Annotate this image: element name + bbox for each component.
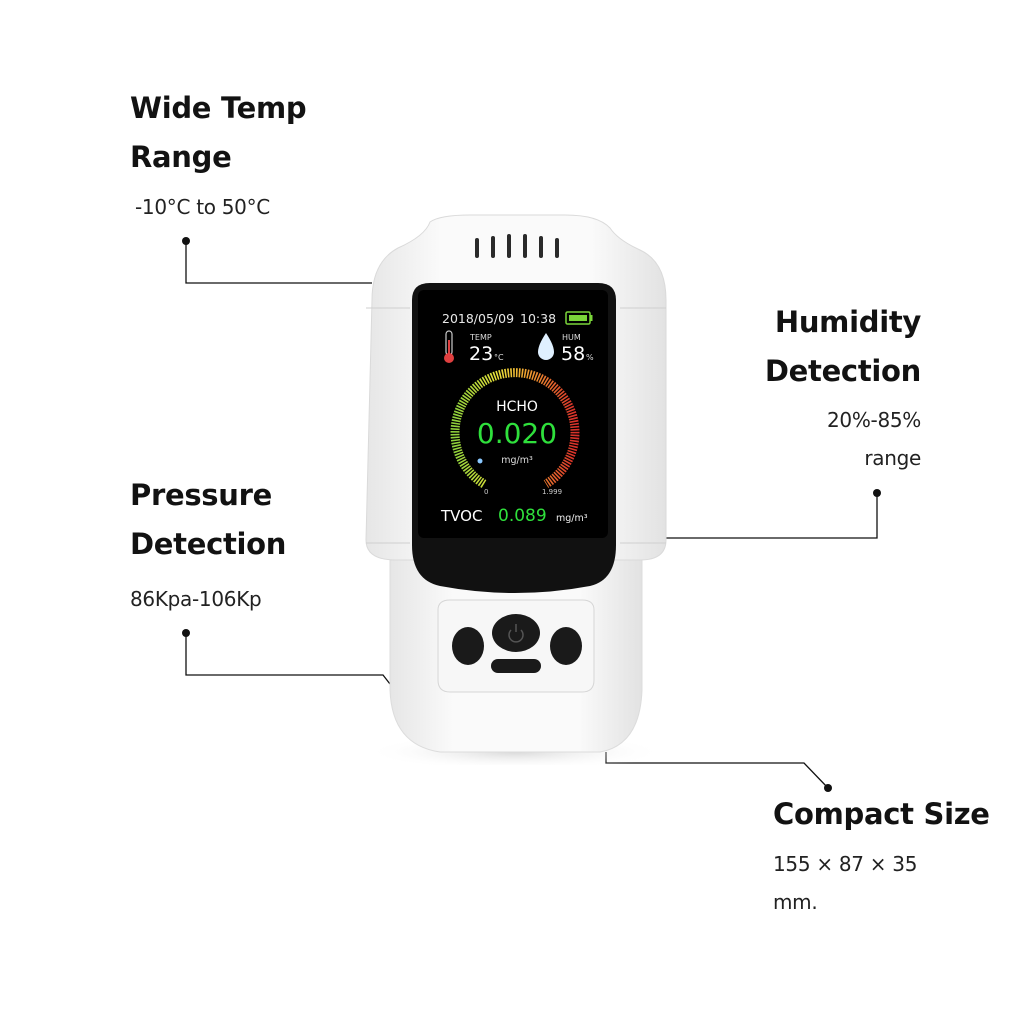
speaker-grille: [475, 234, 559, 258]
temp-value: 23: [469, 343, 493, 365]
leader-dot-pressure: [182, 629, 190, 637]
temp-title-line2: Range: [130, 140, 232, 174]
hum-value: 58: [561, 343, 585, 365]
left-button[interactable]: [452, 627, 484, 665]
temp-unit: °C: [494, 353, 504, 362]
temp-title-line1: Wide Temp: [130, 91, 307, 125]
gauge-value: 0.020: [477, 417, 557, 450]
pressure-title-line1: Pressure: [130, 478, 272, 512]
power-icon: [508, 624, 524, 643]
battery-icon: [565, 311, 593, 325]
screen-time: 10:38: [520, 311, 556, 326]
tvoc-value: 0.089: [498, 506, 547, 526]
humidity-detail-line2: range: [864, 446, 921, 470]
leader-dot-temp: [182, 237, 190, 245]
hum-label: HUM: [562, 333, 581, 342]
size-title: Compact Size: [773, 797, 990, 831]
screen-date: 2018/05/09: [442, 311, 514, 326]
leader-humidity: [664, 493, 878, 539]
gauge-max: 1.999: [542, 488, 562, 496]
right-button[interactable]: [550, 627, 582, 665]
tvoc-unit: mg/m³: [556, 513, 588, 524]
hcho-gauge-arc: [450, 368, 580, 488]
gauge-label: HCHO: [496, 399, 538, 415]
leader-pressure: [185, 633, 391, 685]
tvoc-label: TVOC: [440, 507, 482, 525]
gauge-min: 0: [484, 488, 488, 496]
temp-label: TEMP: [469, 333, 492, 342]
size-detail-line2: mm.: [773, 890, 818, 914]
leader-temp: [185, 241, 372, 284]
pressure-title-line2: Detection: [130, 527, 287, 561]
air-quality-monitor: 2018/05/09 10:38 TEMP 23 °C HUM 58 % HCH…: [365, 214, 667, 765]
humidity-detail-line1: 20%-85%: [826, 408, 921, 432]
hum-unit: %: [586, 353, 594, 362]
gauge-unit: mg/m³: [501, 455, 533, 466]
leader-dot-size: [824, 784, 832, 792]
gauge-marker: [477, 458, 483, 464]
temp-detail: -10°C to 50°C: [135, 195, 270, 219]
power-button[interactable]: [492, 614, 540, 652]
pressure-detail: 86Kpa-106Kp: [130, 587, 262, 611]
humidity-title-line1: Humidity: [774, 305, 921, 339]
water-drop-icon: [538, 333, 554, 360]
bottom-button[interactable]: [491, 659, 541, 673]
size-detail-line1: 155 × 87 × 35: [773, 852, 918, 876]
humidity-title-line2: Detection: [764, 354, 921, 388]
leader-dot-humidity: [873, 489, 881, 497]
thermometer-icon: [444, 330, 454, 363]
